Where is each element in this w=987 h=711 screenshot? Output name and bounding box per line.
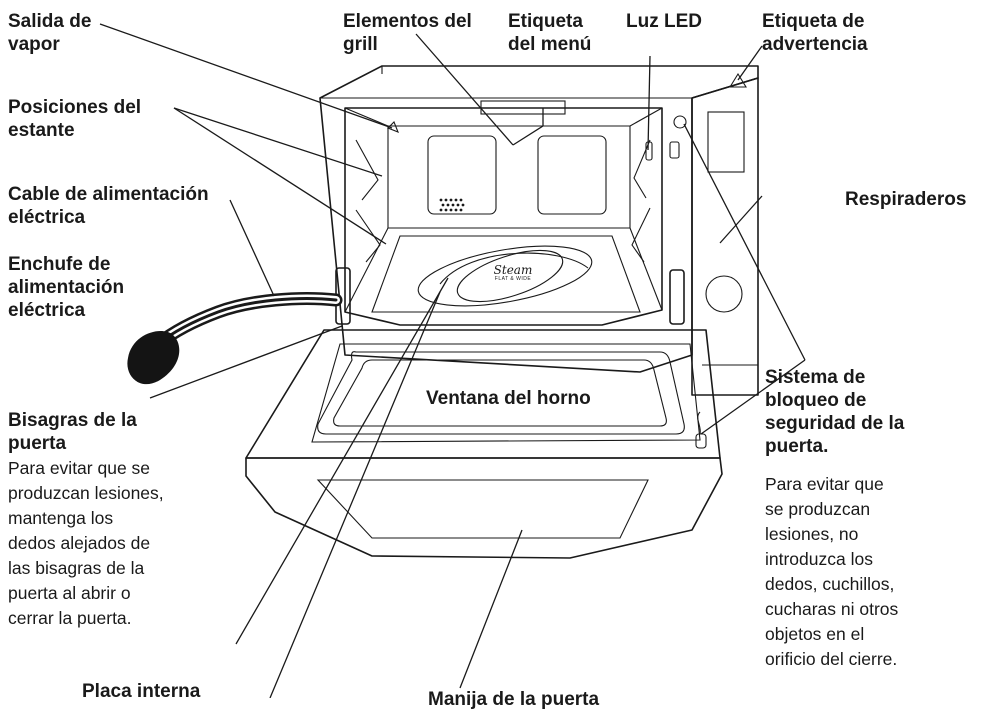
label-inner-plate: Placa interna xyxy=(82,680,200,703)
oven-cavity xyxy=(345,101,686,325)
logo-brand: Steam xyxy=(488,264,538,276)
label-oven-window: Ventana del horno xyxy=(426,387,591,410)
power-cable-shape xyxy=(127,299,336,385)
label-warning-label: Etiqueta de advertencia xyxy=(762,10,868,56)
label-door-handle: Manija de la puerta xyxy=(428,688,599,711)
note-door-hinges: Para evitar que se produzcan lesiones, m… xyxy=(8,456,164,631)
steam-logo: Steam FLAT & WIDE xyxy=(488,264,538,282)
label-safety-lock: Sistema de bloqueo de seguridad de la pu… xyxy=(765,366,904,458)
label-led-light: Luz LED xyxy=(626,10,702,33)
label-power-plug: Enchufe de alimentación eléctrica xyxy=(8,253,124,322)
label-vents: Respiraderos xyxy=(845,188,966,211)
oven-door-shape xyxy=(246,330,722,558)
label-grill-elements: Elementos del grill xyxy=(343,10,472,56)
note-safety-lock: Para evitar que se produzcan lesiones, n… xyxy=(765,472,898,672)
label-shelf-positions: Posiciones del estante xyxy=(8,96,141,142)
label-power-cable: Cable de alimentación eléctrica xyxy=(8,183,209,229)
label-door-hinges: Bisagras de la puerta xyxy=(8,409,137,455)
logo-sub: FLAT & WIDE xyxy=(488,276,538,282)
oven-body xyxy=(320,66,758,395)
label-steam-vent: Salida de vapor xyxy=(8,10,91,56)
label-menu-label: Etiqueta del menú xyxy=(508,10,591,56)
power-plug-shape xyxy=(127,331,179,384)
